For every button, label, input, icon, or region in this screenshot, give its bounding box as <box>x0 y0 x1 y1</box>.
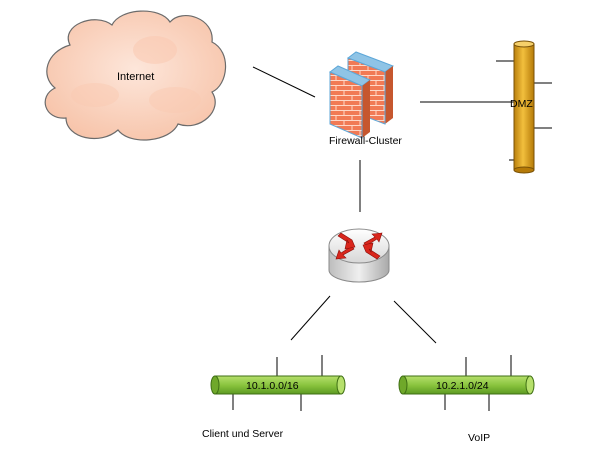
subnet-voip: 10.2.1.0/24 VoIP <box>398 355 535 444</box>
subnet-clients: 10.1.0.0/16 Client und Server <box>202 355 346 440</box>
link-internet-firewall <box>252 66 316 98</box>
subnet-voip-label: 10.2.1.0/24 <box>436 380 489 392</box>
firewall-label: Firewall-Cluster <box>329 135 402 147</box>
subnet-voip-caption: VoIP <box>468 432 490 444</box>
connection-lines <box>252 66 518 344</box>
dmz-segment: DMZ <box>496 40 552 174</box>
internet-label: Internet <box>117 71 154 83</box>
link-router-voip <box>393 300 437 344</box>
router-icon <box>328 228 390 283</box>
link-router-clients <box>290 295 331 341</box>
subnet-clients-caption: Client und Server <box>202 428 284 440</box>
dmz-label: DMZ <box>510 98 533 110</box>
firewall-cluster-icon: Firewall-Cluster <box>329 51 402 147</box>
internet-cloud: Internet <box>44 10 227 141</box>
subnet-clients-label: 10.1.0.0/16 <box>246 380 299 392</box>
